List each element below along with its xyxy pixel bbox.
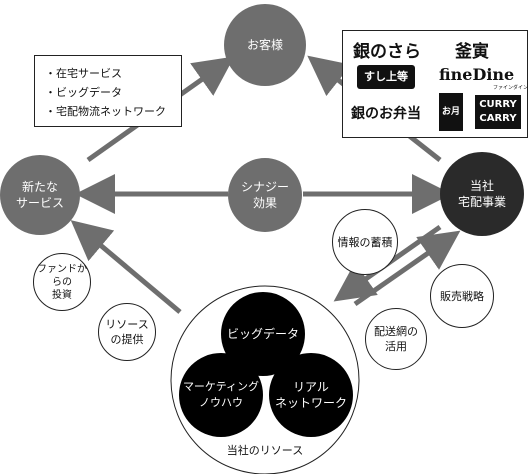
- real-network-circle: リアル ネットワーク: [269, 353, 353, 437]
- customer-node: お客様: [224, 4, 306, 86]
- arrow-resources-to-newservice: [70, 220, 182, 314]
- ozen-logo: お月膳: [439, 93, 463, 155]
- fund-investment-line2: 投資: [52, 289, 72, 301]
- resource-provision-line1: リソース: [105, 318, 149, 331]
- synergy-line1: シナジー: [240, 180, 289, 194]
- new-service-line1: 新たな: [21, 180, 58, 194]
- resources-caption: 当社のリソース: [226, 444, 304, 457]
- big-data-circle: ビッグデータ: [221, 292, 305, 376]
- network-use-line1: 配送網の: [374, 325, 418, 338]
- resource-provision-line2: の提供: [110, 333, 144, 346]
- info-accumulation-label: 情報の蓄積: [332, 209, 398, 275]
- gin-no-sara-logo: 銀のさら: [353, 42, 421, 62]
- real-network-line2: ネットワーク: [274, 396, 347, 410]
- resource-provision-label: リソース の提供: [98, 303, 156, 361]
- marketing-line1: マーケティング: [182, 380, 260, 393]
- curry-carry-line2: CARRY: [479, 113, 517, 124]
- delivery-line1: 当社: [469, 179, 494, 193]
- sales-strategy-text: 販売戦略: [440, 289, 484, 303]
- curry-carry-logo: CURRY CARRY: [475, 95, 521, 129]
- new-service-line2: サービス: [15, 196, 64, 210]
- service-list-box: 在宅サービス ビッグデータ 宅配物流ネットワーク: [34, 55, 182, 127]
- network-use-label: 配送網の 活用: [365, 308, 427, 370]
- marketing-line2: ノウハウ: [199, 396, 243, 409]
- marketing-circle: マーケティング ノウハウ: [179, 353, 263, 437]
- synergy-line2: 効果: [252, 196, 277, 210]
- finedine-sub-logo: ファインダイン: [493, 85, 529, 91]
- info-accumulation-text: 情報の蓄積: [337, 235, 393, 249]
- finedine-logo: fineDine: [439, 65, 515, 84]
- list-item: 宅配物流ネットワーク: [45, 102, 181, 121]
- big-data-label: ビッグデータ: [226, 327, 299, 341]
- list-item: ビッグデータ: [45, 83, 181, 102]
- new-service-node: 新たな サービス: [0, 155, 80, 235]
- list-item: 在宅サービス: [45, 64, 181, 83]
- network-use-line2: 活用: [385, 340, 407, 353]
- sales-strategy-label: 販売戦略: [430, 264, 494, 328]
- delivery-node: 当社 宅配事業: [440, 152, 524, 236]
- resources-outer-circle: [170, 285, 360, 474]
- fund-investment-line1: ファンドからの: [37, 263, 87, 288]
- suke-roku-logo: すし上等: [357, 65, 415, 89]
- kamatora-logo: 釜寅: [455, 42, 489, 62]
- curry-carry-line1: CURRY: [479, 99, 517, 110]
- customer-label: お客様: [246, 38, 283, 52]
- arrow-resources-to-delivery: [353, 230, 461, 307]
- real-network-line1: リアル: [293, 380, 329, 394]
- gin-no-obento-logo: 銀のお弁当: [351, 106, 421, 122]
- delivery-line2: 宅配事業: [457, 195, 506, 209]
- service-list: 在宅サービス ビッグデータ 宅配物流ネットワーク: [35, 56, 181, 121]
- fund-investment-label: ファンドからの 投資: [33, 253, 91, 311]
- synergy-node: シナジー 効果: [228, 158, 302, 232]
- brand-logo-box: 銀のさら 釜寅 すし上等 fineDine ファインダイン 銀のお弁当 お月膳 …: [342, 30, 529, 155]
